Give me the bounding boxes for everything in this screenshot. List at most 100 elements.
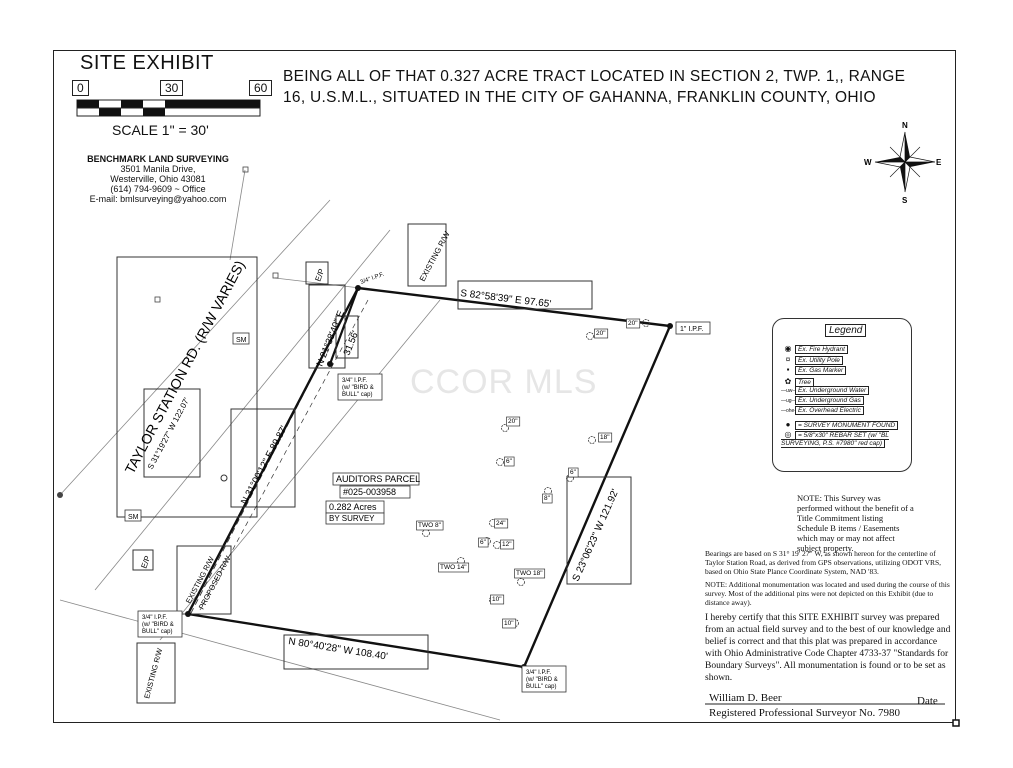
south-bearing-box [283, 634, 429, 670]
legend-row-2: ▪ Ex. Gas Marker [781, 365, 847, 375]
tree-size-label: TWO 8" [418, 522, 442, 529]
east-bearing-box [566, 476, 632, 585]
tree-icon [586, 332, 594, 340]
company-name: BENCHMARK LAND SURVEYING [87, 154, 229, 164]
parcel-acres: 0.282 Acres [329, 502, 377, 512]
legend-row-1: ¤Ex. Utility Pole [781, 355, 843, 365]
utility-pole-icon: ¤ [785, 355, 791, 364]
legend-row-3: ✿Tree [781, 377, 814, 387]
tree-label-box [506, 416, 521, 427]
signature-date: Date [917, 695, 938, 707]
surveyor-registration: Registered Professional Surveyor No. 798… [709, 707, 900, 719]
surveyor-name: William D. Beer [709, 692, 782, 704]
tree-label-box [594, 328, 609, 339]
tree-size-label: 10" [492, 596, 502, 603]
note-monumentation: NOTE: Additional monumentation was locat… [705, 580, 950, 607]
tree-size-label: 10" [504, 620, 514, 627]
heading-line-2: 16, U.S.M.L., SITUATED IN THE CITY OF GA… [283, 89, 876, 106]
ep-top: E/P [313, 267, 326, 282]
north-bearing-box [457, 280, 593, 310]
existing-rw-bottom-box [136, 642, 176, 704]
existing-rw-left-box [176, 545, 232, 615]
company-address-2: Westerville, Ohio 43081 [110, 174, 206, 184]
tree-label-box [438, 562, 470, 573]
bearing-west: N 31°00'12" E 89.87' [239, 424, 290, 506]
fire-hydrant-icon: ◉ [784, 344, 792, 353]
company-email: E-mail: bmlsurveying@yahoo.com [89, 194, 227, 204]
monument-ne [667, 323, 673, 329]
road-name: TAYLOR STATION RD. (R/W VARIES) [122, 258, 248, 477]
tree-group: 20"20"20"18"6"6"8"24"6"12"TWO 8"TWO 14"T… [416, 318, 650, 629]
electric-line-icon: —ohe— [781, 408, 800, 414]
tree-label-box [514, 568, 546, 579]
tree-label-box [416, 520, 444, 531]
tree-size-label: 6" [480, 539, 487, 546]
pin-sw-2: (w/ "BIRD & [142, 622, 174, 628]
nw-dist-box [335, 315, 359, 359]
gas-marker-icon: ▪ [786, 365, 790, 374]
watermark: CCOR MLS [410, 363, 598, 401]
pin-west-mid-1: 3/4" I.P.F. [342, 378, 367, 384]
ep-bottom: E/P [139, 554, 152, 569]
tree-size-label: 24" [496, 520, 506, 527]
scale-tick-0: 0 [72, 80, 89, 96]
parcel-number-box [339, 485, 411, 499]
tree-size-label: 20" [628, 320, 638, 327]
ep-top-box [305, 261, 329, 285]
legend-label-5: Ex. Underground Gas [795, 396, 864, 405]
tree-label-box [542, 493, 553, 504]
tree-icon: ✿ [784, 377, 792, 386]
legend: Legend ◉Ex. Fire Hydrant ¤Ex. Utility Po… [772, 318, 912, 472]
tree-label-box [494, 518, 509, 529]
gas-line-icon: —ug— [781, 398, 797, 404]
pin-se-1: 3/4" I.P.F. [526, 670, 551, 676]
west-bearing-box [230, 408, 296, 508]
existing-rw-top-box [407, 223, 447, 287]
corner-mark [952, 719, 960, 727]
pin-se-box [521, 665, 567, 693]
drawing-frame [53, 50, 956, 723]
tree-size-label: 20" [596, 330, 606, 337]
tree-icon [588, 436, 596, 444]
scale-tick-30: 30 [160, 80, 184, 96]
pin-west-mid-box [337, 373, 383, 401]
road-name-box [116, 256, 258, 518]
pin-nw-label: 3/4" I.P.F. [360, 272, 386, 286]
tree-size-label: 6" [506, 458, 513, 465]
legend-row-8: ◎= 5/8"x30" REBAR SET (w/ "BL SURVEYING,… [781, 431, 905, 448]
tree-icon [422, 529, 430, 537]
compass-n: N [902, 121, 908, 130]
parcel-label-box [332, 472, 420, 486]
monument-sw [185, 611, 191, 617]
note-bearings: Bearings are based on S 31° 19' 27" W, a… [705, 549, 942, 576]
tree-label-box [504, 456, 515, 467]
monument-nw [355, 285, 361, 291]
existing-rw-bottom: EXISTING R/W [142, 646, 164, 699]
scale-bar [76, 99, 261, 117]
pin-se-2: (w/ "BIRD & [526, 677, 558, 683]
compass-s: S [902, 196, 908, 205]
certification-text: I hereby certify that this SITE EXHIBIT … [705, 613, 951, 683]
legend-label-2: Ex. Gas Marker [795, 366, 847, 375]
tree-size-label: 8" [544, 495, 551, 502]
monument-found-icon: ● [785, 420, 791, 429]
compass-e: E [936, 158, 942, 167]
rebar-set-icon: ◎ [784, 430, 792, 439]
existing-rw-top: EXISTING R/W [418, 230, 452, 283]
pin-ne-box [675, 321, 711, 335]
tree-icon [496, 458, 504, 466]
sm-box-2 [124, 509, 142, 522]
company-address-1: 3501 Manila Drive, [120, 164, 196, 174]
legend-label-6: Ex. Overhead Electric [795, 406, 864, 415]
tree-icon [457, 557, 465, 565]
parcel-label: AUDITORS PARCEL [336, 474, 420, 484]
legend-label-3: Tree [795, 378, 814, 387]
legend-row-4: —uw—Ex. Underground Water [781, 386, 870, 395]
tree-icon [544, 487, 552, 495]
sm-label-1: SM [236, 337, 247, 344]
tree-label-box [502, 618, 517, 629]
parcel-number: #025-003958 [343, 487, 396, 497]
tree-icon [501, 424, 509, 432]
boundary-nw-segment [328, 287, 360, 365]
pin-sw-box [137, 610, 183, 638]
